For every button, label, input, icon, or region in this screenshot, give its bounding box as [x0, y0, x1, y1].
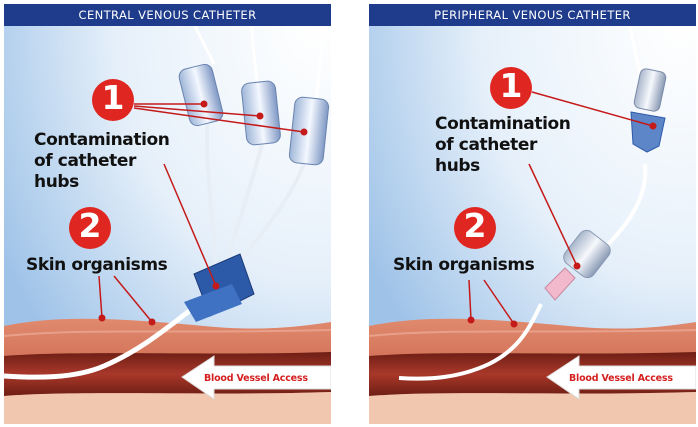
marker-2-number: 2: [454, 206, 496, 245]
pointer-dot: [99, 315, 106, 322]
pointer-dot: [650, 123, 657, 130]
pointer-dot: [511, 321, 518, 328]
pointer-dot: [213, 283, 220, 290]
peripheral-catheter-illustration: [369, 4, 696, 424]
contamination-label: Contamination of catheter hubs: [34, 130, 184, 193]
blood-vessel-access-label: Blood Vessel Access: [569, 373, 673, 384]
marker-2-number: 2: [69, 206, 111, 245]
pointer-dot: [257, 113, 264, 120]
skin-organisms-label: Skin organisms: [393, 255, 553, 275]
central-venous-catheter-panel: CENTRAL VENOUS CATHETER 1 2 Contaminatio…: [4, 4, 331, 424]
pointer-dot: [468, 317, 475, 324]
central-catheter-illustration: [4, 4, 331, 424]
peripheral-venous-catheter-panel: PERIPHERAL VENOUS CATHETER 1 2 Contamina…: [369, 4, 696, 424]
deep-tissue: [4, 392, 331, 424]
panel-title: CENTRAL VENOUS CATHETER: [4, 4, 331, 26]
marker-1-number: 1: [490, 66, 532, 105]
blood-vessel-access-label: Blood Vessel Access: [204, 373, 308, 384]
skin-organisms-label: Skin organisms: [26, 255, 186, 275]
pointer-dot: [149, 319, 156, 326]
contamination-label: Contamination of catheter hubs: [435, 114, 585, 177]
pointer-dot: [201, 101, 208, 108]
pointer-dot: [574, 263, 581, 270]
deep-tissue: [369, 392, 696, 424]
panel-title: PERIPHERAL VENOUS CATHETER: [369, 4, 696, 26]
pointer-dot: [301, 129, 308, 136]
marker-1-number: 1: [92, 78, 134, 117]
